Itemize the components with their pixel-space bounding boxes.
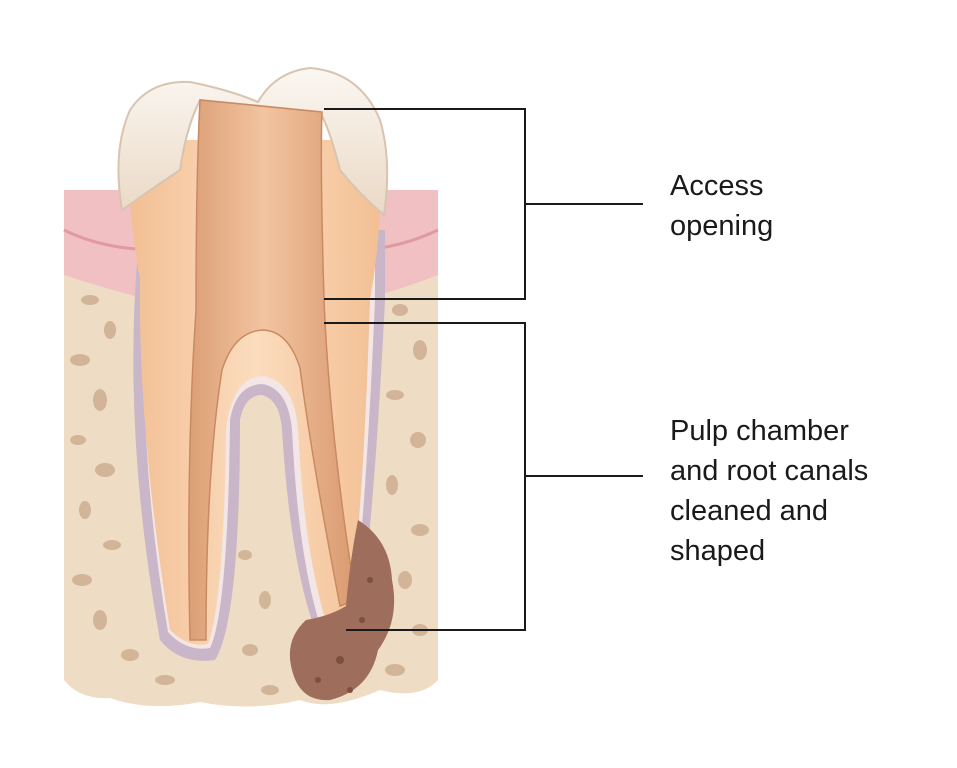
pulp-chamber-label: Pulp chamber and root canals cleaned and… xyxy=(670,415,869,567)
pulp-chamber-and-canals xyxy=(188,99,357,641)
pulp-canals-bracket xyxy=(324,322,643,631)
enamel-crown xyxy=(117,66,389,217)
bone-pores xyxy=(70,295,429,695)
access-opening-bracket xyxy=(324,108,643,300)
periapical-lesion xyxy=(289,520,395,701)
lesion-texture xyxy=(315,577,373,693)
leader-lines xyxy=(324,108,643,631)
access-opening-label: Access opening xyxy=(670,170,774,242)
